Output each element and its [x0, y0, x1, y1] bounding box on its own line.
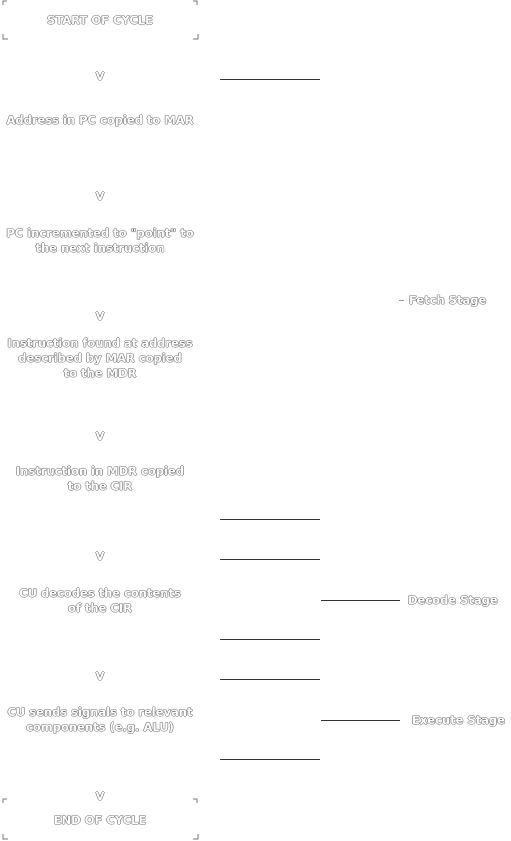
execute-stage-label: Execute Stage [412, 713, 505, 727]
step-fetch-to-mdr: Instruction found at address described b… [7, 336, 193, 380]
flow-arrow-1: V [95, 70, 105, 83]
step-pc-increment: PC incremented to "point" to the next in… [6, 226, 194, 255]
step-pc-to-mar: Address in PC copied to MAR [6, 113, 194, 127]
start-box-corner-bl [2, 34, 8, 40]
end-box-corner-tl [2, 798, 7, 803]
start-box-corner-tl [2, 0, 7, 5]
flow-arrow-7: V [95, 790, 105, 803]
flow-arrow-6: V [95, 670, 105, 683]
end-box-corner-tr [193, 798, 198, 803]
decode-stage-label: Decode Stage [408, 593, 498, 607]
step-cu-decodes: CU decodes the contents of the CIR [19, 586, 181, 615]
flow-arrow-5: V [95, 550, 105, 563]
start-of-cycle-label: START OF CYCLE [47, 13, 153, 27]
flow-arrow-3: V [95, 310, 105, 323]
end-of-cycle-label: END OF CYCLE [53, 813, 147, 827]
step-cu-sends-signals: CU sends signals to relevant components … [7, 705, 193, 734]
end-box-corner-br [193, 834, 199, 840]
flow-arrow-4: V [95, 430, 105, 443]
flow-arrow-2: V [95, 190, 105, 203]
end-box-corner-bl [2, 834, 8, 840]
start-box-corner-br [193, 34, 199, 40]
step-mdr-to-cir: Instruction in MDR copied to the CIR [16, 464, 184, 493]
start-box-corner-tr [193, 0, 198, 5]
fetch-stage-label: Fetch Stage [409, 293, 487, 307]
